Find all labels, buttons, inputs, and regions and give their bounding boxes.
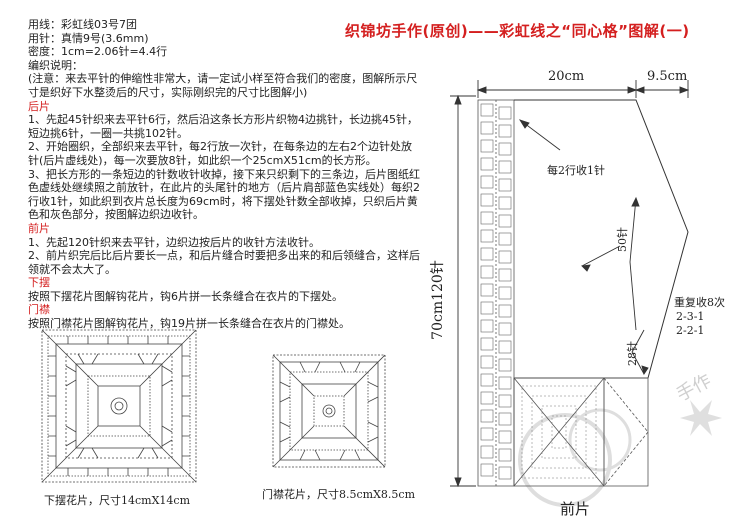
- dimension-top-right: 9.5cm: [647, 69, 687, 84]
- front-placket-strip: [477, 99, 515, 487]
- placket-cell: [480, 409, 494, 423]
- placket-cell: [480, 265, 494, 279]
- placket-cell: [498, 376, 512, 390]
- front-step-1: 1、先起120针织来去平针，边织边按后片的收针方法收针。: [28, 235, 320, 249]
- repeat-rule-1: 2-3-1: [676, 310, 704, 323]
- hem-motif-cells: [521, 385, 597, 479]
- placket-cell: [480, 103, 494, 117]
- hem-heading: 下摆: [28, 276, 50, 290]
- repeat-rule-2: 2-2-1: [676, 324, 704, 337]
- instructions-label: 编织说明：: [28, 58, 83, 72]
- placket-cell: [498, 106, 512, 120]
- back-step-1: 1、先起45针织来去平针6行，然后沿这条长方形片织物4边挑针，长边挑45针，短边…: [28, 113, 418, 140]
- placket-cell: [480, 157, 494, 171]
- front-hem-blocks: [513, 377, 649, 487]
- placket-cell: [480, 283, 494, 297]
- page-title: 织锦坊手作(原创)——彩虹线之“同心格”图解(一): [345, 22, 690, 40]
- needle-info: 用针：真情9号(3.6mm): [28, 31, 149, 45]
- front-body-outline: [513, 99, 689, 486]
- placket-cell: [480, 211, 494, 225]
- piece-label: 前片: [560, 500, 590, 518]
- back-heading: 后片: [28, 99, 50, 113]
- placket-cell: [480, 121, 494, 135]
- stitch-count-50: 50针: [615, 227, 629, 252]
- placket-cell: [498, 448, 512, 462]
- placket-cell: [480, 139, 494, 153]
- stitch-count-28: 28针: [625, 341, 639, 366]
- placket-cell: [498, 232, 512, 246]
- placket-cell: [498, 394, 512, 408]
- placket-cell: [498, 430, 512, 444]
- placket-heading: 门襟: [28, 303, 50, 317]
- placket-cell: [498, 412, 512, 426]
- placket-cell: [498, 178, 512, 192]
- placket-cell: [480, 319, 494, 333]
- dimension-top-left: 20cm: [548, 69, 584, 84]
- instructions-note: (注意：来去平针的伸缩性非常大，请一定试小样至符合我们的密度，图解所示尺寸是织好…: [28, 72, 418, 99]
- back-step-2: 2、开始圈织，全部织来去平针，每2行放一次针，在每条边的左右2个边针处放针(后片…: [28, 140, 412, 167]
- hem-cell-ring: [551, 415, 567, 449]
- dimension-height: 70cm120针: [430, 260, 446, 340]
- front-step-2: 2、前片织完后比后片要长一点，和后片缝合时要把多出来的和后领缝合，这样后领就不会…: [28, 249, 420, 276]
- placket-cell: [498, 142, 512, 156]
- instructions-panel: 用线：彩虹线03号7团 用针：真情9号(3.6mm) 密度：1cm=2.06针=…: [28, 18, 422, 331]
- watermark-logo: [518, 400, 722, 507]
- placket-cell: [498, 466, 512, 480]
- placket-cell: [480, 373, 494, 387]
- placket-cell: [480, 427, 494, 441]
- hem-cell-ring: [521, 385, 597, 479]
- gauge-info: 密度：1cm=2.06针=4.4行: [28, 45, 168, 59]
- placket-cell: [480, 391, 494, 405]
- yarn-info: 用线：彩虹线03号7团: [28, 18, 137, 31]
- placket-cell: [498, 196, 512, 210]
- placket-cell: [480, 445, 494, 459]
- placket-cell: [498, 160, 512, 174]
- hem-motif-caption: 下摆花片，尺寸14cmX14cm: [44, 494, 191, 507]
- placket-cell: [480, 193, 494, 207]
- placket-motif-cells: [480, 103, 512, 480]
- placket-cell: [480, 355, 494, 369]
- placket-cell: [498, 304, 512, 318]
- placket-text: 按照门襟花片图解钩花片，钩19片拼一长条缝合在衣片的门襟处。: [28, 317, 350, 331]
- placket-cell: [498, 340, 512, 354]
- placket-cell: [498, 214, 512, 228]
- placket-cell: [480, 229, 494, 243]
- placket-cell: [480, 301, 494, 315]
- placket-cell: [498, 268, 512, 282]
- placket-cell: [498, 286, 512, 300]
- placket-motif-chart: [272, 354, 386, 468]
- back-step-3: 3、把长方形的一条短边的针数收针收掉，接下来只织剩下的三条边，后片图纸红色虚线处…: [28, 167, 420, 222]
- hem-motif-chart: [41, 329, 197, 483]
- placket-cell: [498, 358, 512, 372]
- repeat-title: 重复收8次: [674, 295, 725, 309]
- placket-cell: [498, 250, 512, 264]
- placket-cell: [498, 322, 512, 336]
- placket-cell: [480, 337, 494, 351]
- placket-cell: [480, 463, 494, 477]
- decrease-note: 每2行收1针: [547, 163, 605, 177]
- watermark-text: 手作: [673, 370, 715, 405]
- placket-motif-caption: 门襟花片，尺寸8.5cmX8.5cm: [262, 488, 416, 501]
- hem-cell-ring: [531, 395, 587, 469]
- hem-cell-ring: [541, 405, 577, 459]
- placket-cell: [498, 124, 512, 138]
- placket-cell: [480, 175, 494, 189]
- placket-cell: [480, 247, 494, 261]
- front-heading: 前片: [28, 221, 50, 235]
- hem-text: 按照下摆花片图解钩花片，钩6片拼一长条缝合在衣片的下摆处。: [28, 289, 343, 303]
